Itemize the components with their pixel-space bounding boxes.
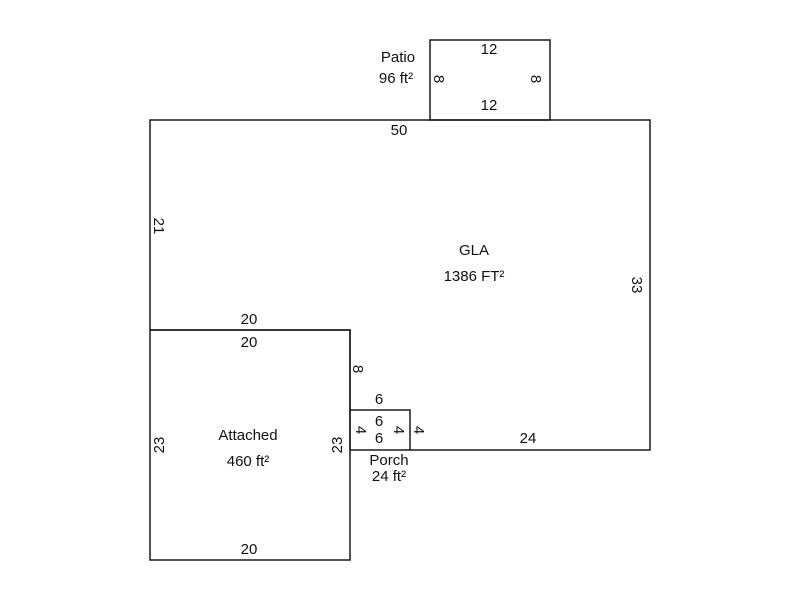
dim-gla-inner-top: 20 — [241, 311, 258, 328]
dim-porch-bottom: 6 — [375, 430, 383, 447]
attached-area: 460 ft² — [227, 453, 270, 470]
dim-gla-inner-right: 8 — [349, 365, 366, 373]
dim-porch-left: 4 — [352, 426, 369, 434]
dim-porch-right: 4 — [390, 426, 407, 434]
dim-patio-right: 8 — [527, 75, 544, 83]
gla-name: GLA — [459, 242, 489, 259]
patio-area: 96 ft² — [379, 70, 413, 87]
patio-name: Patio — [381, 49, 415, 66]
dim-porch-outer-right: 4 — [410, 426, 427, 434]
dim-attached-left: 23 — [151, 437, 168, 454]
dim-gla-bottom-right: 24 — [520, 430, 537, 447]
dim-patio-left: 8 — [430, 75, 447, 83]
dim-attached-bottom: 20 — [241, 541, 258, 558]
porch-name: Porch — [369, 452, 408, 469]
dim-attached-top: 20 — [241, 334, 258, 351]
dim-gla-porch-top: 6 — [375, 391, 383, 408]
dim-attached-right: 23 — [329, 437, 346, 454]
gla-outline — [149, 119, 651, 451]
dim-patio-top: 12 — [481, 41, 498, 58]
dim-patio-bottom: 12 — [481, 97, 498, 114]
porch-outline — [349, 409, 411, 451]
dim-porch-top: 6 — [375, 413, 383, 430]
dim-gla-left: 21 — [150, 218, 167, 235]
attached-name: Attached — [218, 427, 277, 444]
attached-outline — [149, 329, 351, 561]
porch-area: 24 ft² — [372, 468, 406, 485]
dim-gla-right: 33 — [628, 277, 645, 294]
dim-gla-top: 50 — [391, 122, 408, 139]
gla-area: 1386 FT² — [444, 268, 505, 285]
